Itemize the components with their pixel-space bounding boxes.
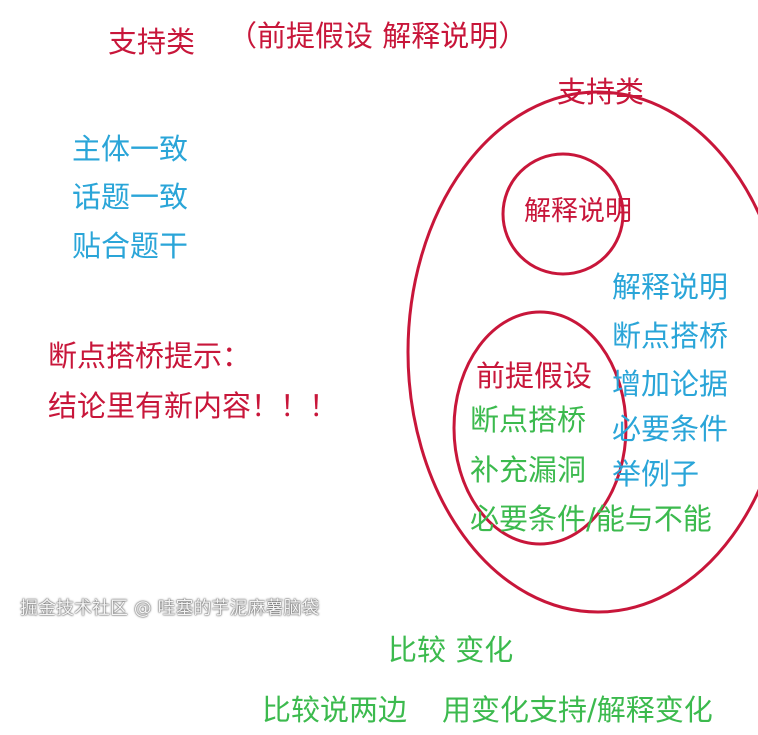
right-blue-3: 增加论据 bbox=[612, 367, 729, 401]
bottom-line-2a: 比较说两边 bbox=[262, 693, 408, 727]
note-2: 话题一致 bbox=[72, 180, 189, 214]
title-main: 支持类 bbox=[108, 25, 196, 59]
right-blue-5: 举例子 bbox=[612, 457, 700, 491]
watermark: 掘金技术社区 @ 哇塞的芋泥麻薯脑袋 bbox=[20, 598, 320, 619]
mid-green-1: 断点搭桥 bbox=[470, 403, 587, 437]
inner-mid-label: 前提假设 bbox=[476, 359, 593, 393]
inner-mid-ellipse bbox=[452, 310, 628, 546]
hint-line-1: 断点搭桥提示： bbox=[48, 339, 252, 373]
mid-green-3: 必要条件/能与不能 bbox=[470, 502, 712, 536]
outer-label: 支持类 bbox=[557, 75, 645, 109]
outer-ellipse bbox=[406, 90, 758, 614]
right-blue-1: 解释说明 bbox=[612, 270, 729, 304]
note-3: 贴合题干 bbox=[72, 229, 189, 263]
bottom-line-2b: 用变化支持/解释变化 bbox=[442, 693, 713, 727]
title-sub: （前提假设 解释说明） bbox=[228, 19, 528, 53]
inner-top-label: 解释说明 bbox=[524, 196, 632, 227]
right-blue-4: 必要条件 bbox=[612, 412, 729, 446]
note-1: 主体一致 bbox=[72, 132, 189, 166]
inner-top-circle bbox=[501, 152, 625, 276]
bottom-line-1: 比较 变化 bbox=[388, 633, 514, 667]
mid-green-2: 补充漏洞 bbox=[470, 453, 587, 487]
hint-line-2: 结论里有新内容！！！ bbox=[48, 389, 339, 423]
right-blue-2: 断点搭桥 bbox=[612, 319, 729, 353]
